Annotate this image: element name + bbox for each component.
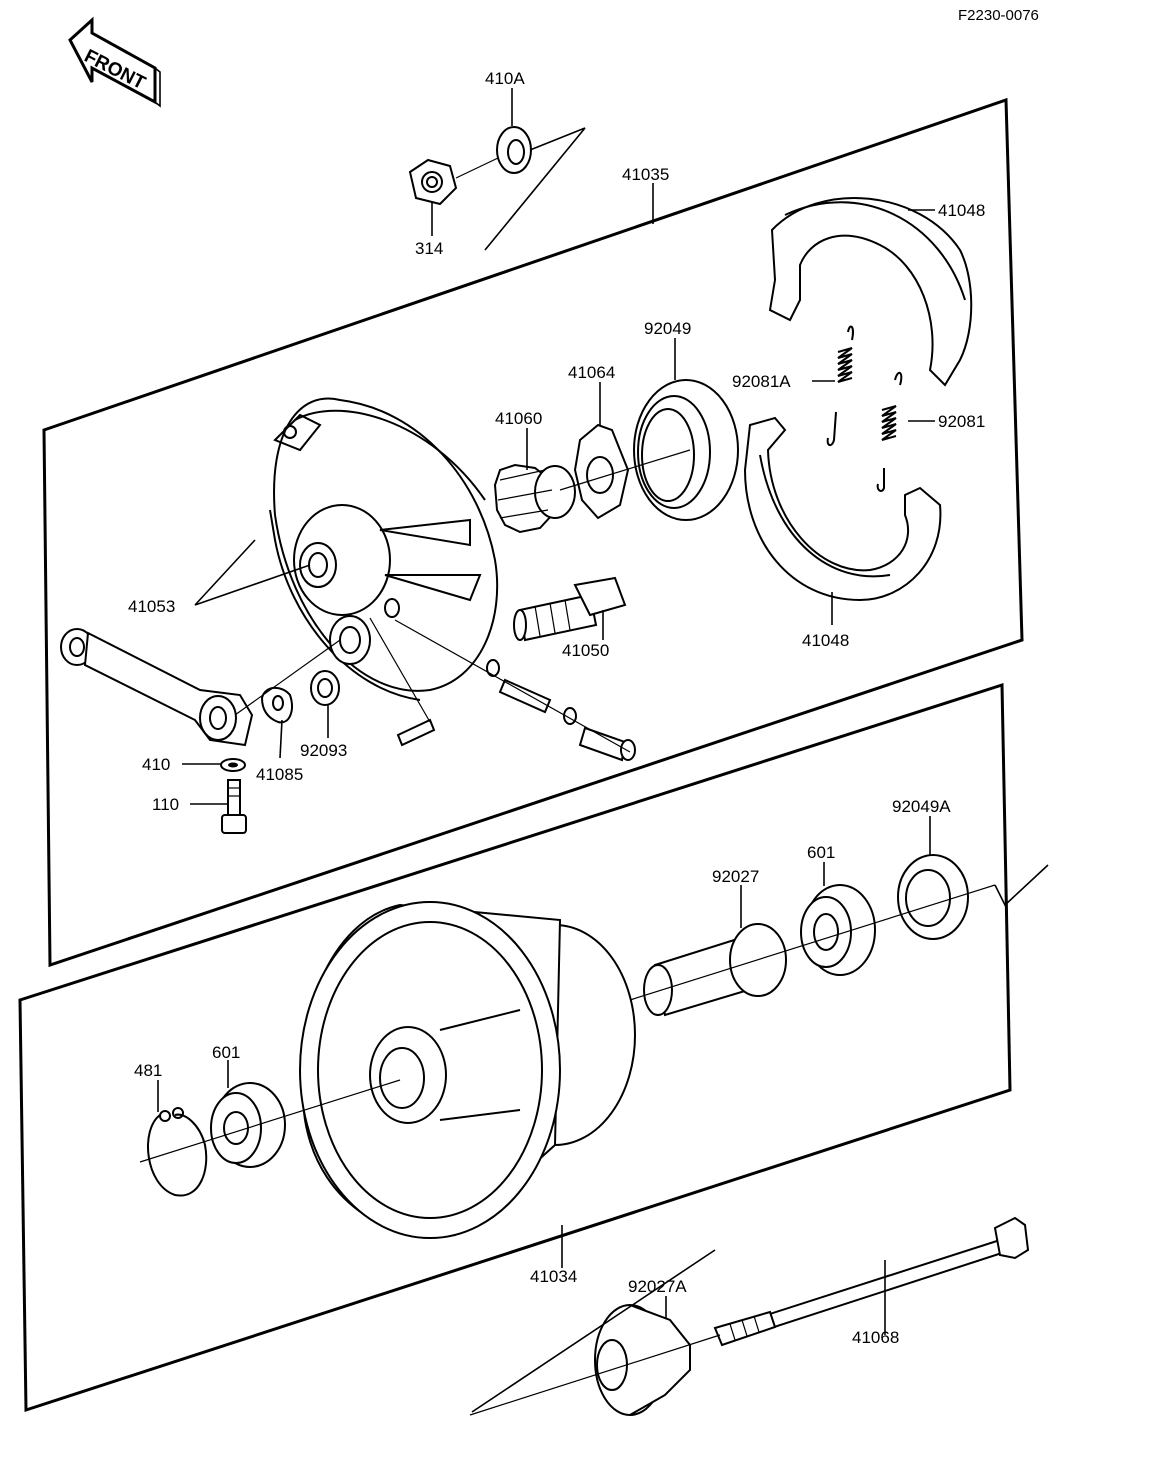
brake-ring-92049: [633, 379, 739, 521]
part-label-41060: 41060: [495, 409, 542, 428]
wheel-hub-41034: [299, 901, 636, 1239]
washer-41085: [260, 686, 293, 724]
hub-group-outline: [18, 682, 1012, 1413]
brake-shoe-upper-41048: [768, 196, 973, 387]
cam-shaft-41050: [513, 576, 627, 642]
bearing-601-left: [210, 1082, 286, 1168]
part-label-481: 481: [134, 1061, 162, 1080]
indicator-assembly: [369, 617, 636, 762]
seal-92049A: [897, 854, 969, 940]
part-label-314: 314: [415, 239, 443, 258]
drawing-code: F2230-0076: [958, 7, 1039, 24]
part-label-92027A: 92027A: [628, 1277, 687, 1296]
part-label-601-left: 601: [212, 1043, 240, 1062]
part-label-110: 110: [152, 795, 179, 814]
seal-92093: [310, 670, 340, 706]
part-label-601-right: 601: [807, 843, 835, 862]
spring-92081: [876, 371, 903, 492]
front-arrow-icon: FRONT: [68, 16, 161, 108]
part-label-92049A: 92049A: [892, 797, 951, 816]
part-label-41048-bottom: 41048: [802, 631, 849, 650]
brake-shoe-lower-41048: [743, 416, 942, 602]
brake-panel-41053: [269, 397, 499, 701]
bolt-110: [221, 779, 247, 834]
bearing-601-right: [800, 884, 876, 976]
part-label-92027: 92027: [712, 867, 759, 886]
gear-41060: [493, 463, 576, 534]
washer-410: [220, 758, 246, 772]
leader-lines: [157, 88, 935, 1335]
part-label-41048-top: 41048: [938, 201, 985, 220]
part-label-410: 410: [142, 755, 170, 774]
part-label-92049: 92049: [644, 319, 691, 338]
part-label-41035: 41035: [622, 165, 669, 184]
axle-41068: [713, 1216, 1030, 1347]
part-label-41068: 41068: [852, 1328, 899, 1347]
part-label-41050: 41050: [562, 641, 609, 660]
spacer-92027: [643, 923, 787, 1017]
part-label-41034: 41034: [530, 1267, 577, 1286]
nut-314: [408, 158, 458, 206]
part-label-92081A: 92081A: [732, 372, 791, 391]
circlip-481: [147, 1107, 208, 1197]
spacer-92027A: [594, 1304, 691, 1416]
brake-panel-group-outline: [42, 97, 1024, 968]
washer-410A: [496, 126, 532, 174]
part-label-41053: 41053: [128, 597, 175, 616]
part-label-410A: 410A: [485, 69, 525, 88]
seal-41064: [573, 423, 630, 520]
spring-92081A: [826, 325, 854, 446]
part-label-92093: 92093: [300, 741, 347, 760]
brake-arm: [60, 628, 254, 747]
part-label-41085: 41085: [256, 765, 303, 784]
part-label-41064: 41064: [568, 363, 615, 382]
part-label-92081: 92081: [938, 412, 985, 431]
